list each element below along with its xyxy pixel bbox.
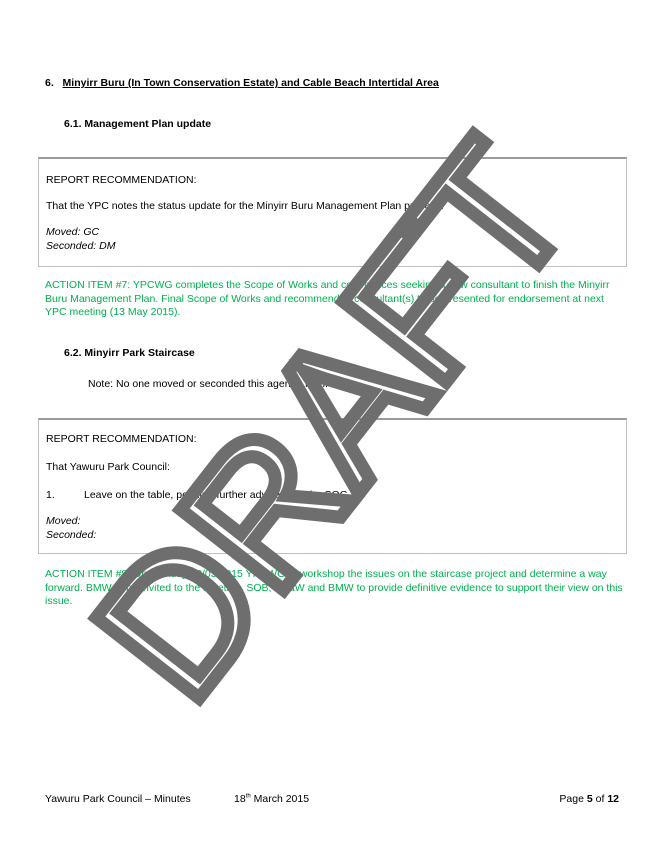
action-item: ACTION ITEM #8: On Monday 23/03/2015 YPC… — [45, 568, 623, 607]
recommendation-text: That Yawuru Park Council: — [46, 461, 170, 473]
recommendation-box: REPORT RECOMMENDATION: That Yawuru Park … — [38, 418, 627, 554]
section-heading: 6. Minyirr Buru (In Town Conservation Es… — [45, 77, 439, 89]
moved-text: Moved: — [46, 515, 81, 527]
box-heading: REPORT RECOMMENDATION: — [46, 174, 197, 186]
page-number: Page 5 of 12 — [559, 793, 619, 805]
subsection-heading: 6.2. Minyirr Park Staircase — [64, 347, 195, 359]
action-item: ACTION ITEM #7: YPCWG completes the Scop… — [45, 279, 610, 318]
seconded-text: Seconded: DM — [46, 240, 116, 252]
recommendation-box: REPORT RECOMMENDATION: That the YPC note… — [38, 157, 627, 267]
list-number: 1. — [46, 489, 55, 501]
list-item: Leave on the table, pending further advi… — [84, 489, 351, 501]
moved-text: Moved: GC — [46, 226, 100, 238]
recommendation-text: That the YPC notes the status update for… — [46, 200, 444, 212]
subsection-heading: 6.1. Management Plan update — [64, 118, 212, 130]
footer-date: 18th March 2015 — [234, 793, 310, 805]
seconded-text: Seconded: — [46, 529, 97, 541]
footer-title: Yawuru Park Council – Minutes — [45, 793, 191, 805]
box-heading: REPORT RECOMMENDATION: — [46, 433, 197, 445]
note-text: Note: No one moved or seconded this agen… — [88, 378, 328, 390]
